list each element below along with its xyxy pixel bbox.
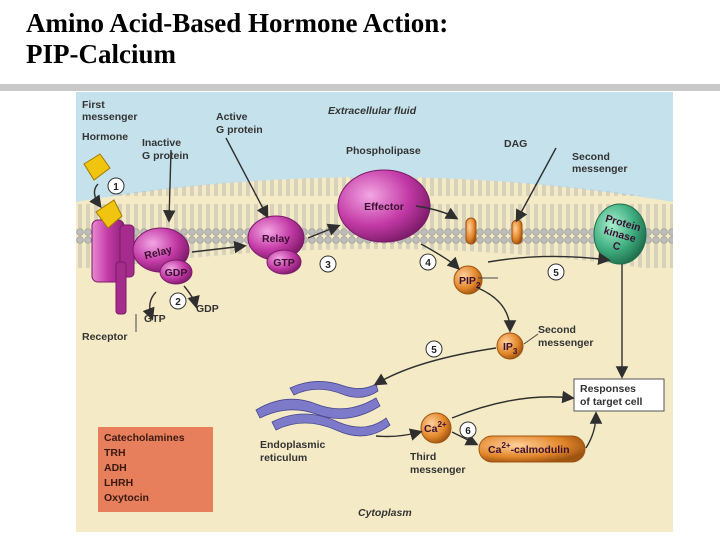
step-3: 3 xyxy=(325,260,331,271)
slide-title: Amino Acid-Based Hormone Action: PIP-Cal… xyxy=(26,8,448,70)
inactive-g-label-1: Inactive xyxy=(142,137,181,149)
pathway-arrows xyxy=(89,137,629,449)
first-messenger-label-1: First xyxy=(82,99,105,111)
receptor-label: Receptor xyxy=(82,331,128,343)
step-6: 6 xyxy=(465,426,471,437)
free-hormone xyxy=(83,153,111,181)
second-messenger-top-1: Second xyxy=(572,151,610,163)
step-2: 2 xyxy=(175,297,181,308)
phospholipase-label: Phospholipase xyxy=(346,145,421,157)
step-4: 4 xyxy=(425,258,431,269)
inactive-g-label-2: G protein xyxy=(142,150,189,162)
extracellular-label: Extracellular fluid xyxy=(328,105,417,117)
responses-label-2: of target cell xyxy=(580,396,643,408)
third-messenger-label-1: Third xyxy=(410,451,436,463)
dag-molecule-1 xyxy=(465,217,477,245)
effector-phospholipase xyxy=(337,169,431,243)
receptor-tail xyxy=(115,261,127,315)
endoplasmic-reticulum xyxy=(255,381,391,437)
responses-label-1: Responses xyxy=(580,383,636,395)
ip3-label: IP3 xyxy=(503,341,518,356)
extracellular-region xyxy=(76,92,673,202)
dag-label: DAG xyxy=(504,138,527,150)
first-messenger-label-2: messenger xyxy=(82,111,137,123)
gdp-free-label: GDP xyxy=(196,303,219,315)
gdp-bound-label: GDP xyxy=(165,267,188,279)
dag-molecule-2 xyxy=(511,219,523,245)
er-label-2: reticulum xyxy=(260,452,307,464)
step-5b: 5 xyxy=(431,345,437,356)
calcium-ion xyxy=(420,412,452,444)
effector-label: Effector xyxy=(364,201,404,213)
step-5a: 5 xyxy=(553,268,559,279)
hormone-examples-legend: Catecholamines TRH ADH LHRH Oxytocin xyxy=(98,427,213,512)
calmodulin-label: Ca2+-calmodulin xyxy=(488,441,569,456)
slide-title-line-2: PIP-Calcium xyxy=(26,39,176,69)
third-messenger-label-2: messenger xyxy=(410,464,465,476)
relay-active-label: Relay xyxy=(262,233,290,245)
gtp-free-label: GTP xyxy=(144,313,166,325)
pip-calcium-diagram: 1 2 3 4 5 5 6 Extracellular fluid First … xyxy=(76,92,673,532)
pointer-lines xyxy=(135,277,539,345)
step-markers xyxy=(107,177,565,439)
second-messenger-mid-2: messenger xyxy=(538,337,593,349)
legend-item: LHRH xyxy=(104,477,134,489)
active-g-label-2: G protein xyxy=(216,124,263,136)
second-messenger-mid-1: Second xyxy=(538,324,576,336)
pkc-label-3: C xyxy=(611,240,622,254)
legend-item: TRH xyxy=(104,447,126,459)
pip2-label: PIP2 xyxy=(459,275,481,290)
legend-item: Oxytocin xyxy=(104,492,149,504)
ip3-molecule xyxy=(496,332,524,360)
title-divider xyxy=(0,84,720,91)
step-1: 1 xyxy=(113,182,119,193)
gdp-bound-shape xyxy=(159,259,193,285)
responses-box xyxy=(573,378,665,412)
cytoplasm-label: Cytoplasm xyxy=(358,507,412,519)
gtp-bound-label: GTP xyxy=(273,257,295,269)
slide-title-line-1: Amino Acid-Based Hormone Action: xyxy=(26,8,449,38)
active-g-label-1: Active xyxy=(216,111,248,123)
legend-item: Catecholamines xyxy=(104,432,185,444)
second-messenger-top-2: messenger xyxy=(572,163,627,175)
pip2-molecule xyxy=(453,265,483,295)
legend-item: ADH xyxy=(104,462,127,474)
calcium-calmodulin xyxy=(478,435,586,463)
gtp-bound-shape xyxy=(266,249,302,275)
calcium-label: Ca2+ xyxy=(424,420,447,435)
bound-hormone xyxy=(95,199,123,229)
hormone-label: Hormone xyxy=(82,131,128,143)
protein-kinase-c xyxy=(593,203,647,265)
er-label-1: Endoplasmic xyxy=(260,439,326,451)
